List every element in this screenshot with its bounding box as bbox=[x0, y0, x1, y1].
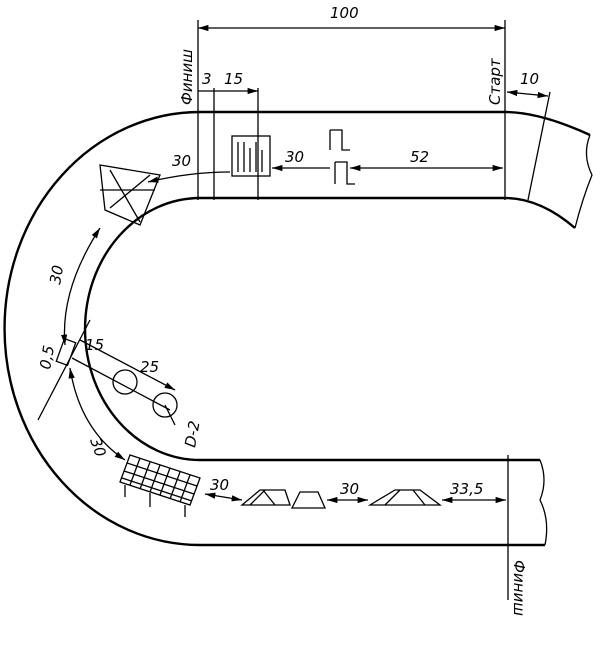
dim-start-offset: 10 bbox=[520, 70, 539, 88]
dim-bridge-ramp: 30 bbox=[340, 480, 359, 498]
dim-obstacle1: 15 bbox=[224, 70, 243, 88]
dim-total: 100 bbox=[330, 4, 359, 22]
tower-obstacle bbox=[99, 164, 161, 226]
dim-marker-width: 0,5 bbox=[36, 344, 58, 371]
label-start: Старт bbox=[486, 57, 504, 105]
dim-ramp-finish: 33,5 bbox=[450, 480, 483, 498]
dim-start-gate: 52 bbox=[410, 148, 429, 166]
dim-to-turn: 30 bbox=[172, 152, 191, 170]
label-ring-size: D-2 bbox=[181, 419, 203, 448]
dim-gap-finish: 3 bbox=[202, 70, 212, 88]
label-finish-bottom: Финиш bbox=[510, 560, 528, 616]
dim-ring1: 15 bbox=[85, 336, 104, 354]
top-dimensions: 100 3 15 10 Финиш Старт bbox=[178, 4, 551, 201]
dim-between: 30 bbox=[285, 148, 304, 166]
bridge-obstacle bbox=[240, 489, 442, 509]
dim-turn-arc: 30 bbox=[46, 264, 67, 286]
track bbox=[3, 110, 593, 547]
dim-ring2: 25 bbox=[140, 358, 159, 376]
gate-obstacle bbox=[231, 129, 355, 185]
ring-obstacle: 15 25 D-2 0,5 bbox=[36, 319, 204, 449]
grid-obstacle bbox=[119, 454, 201, 517]
dim-grid-bridge: 30 bbox=[210, 476, 229, 494]
label-finish-top: Финиш bbox=[178, 49, 196, 105]
dim-to-grid: 30 bbox=[86, 435, 109, 459]
